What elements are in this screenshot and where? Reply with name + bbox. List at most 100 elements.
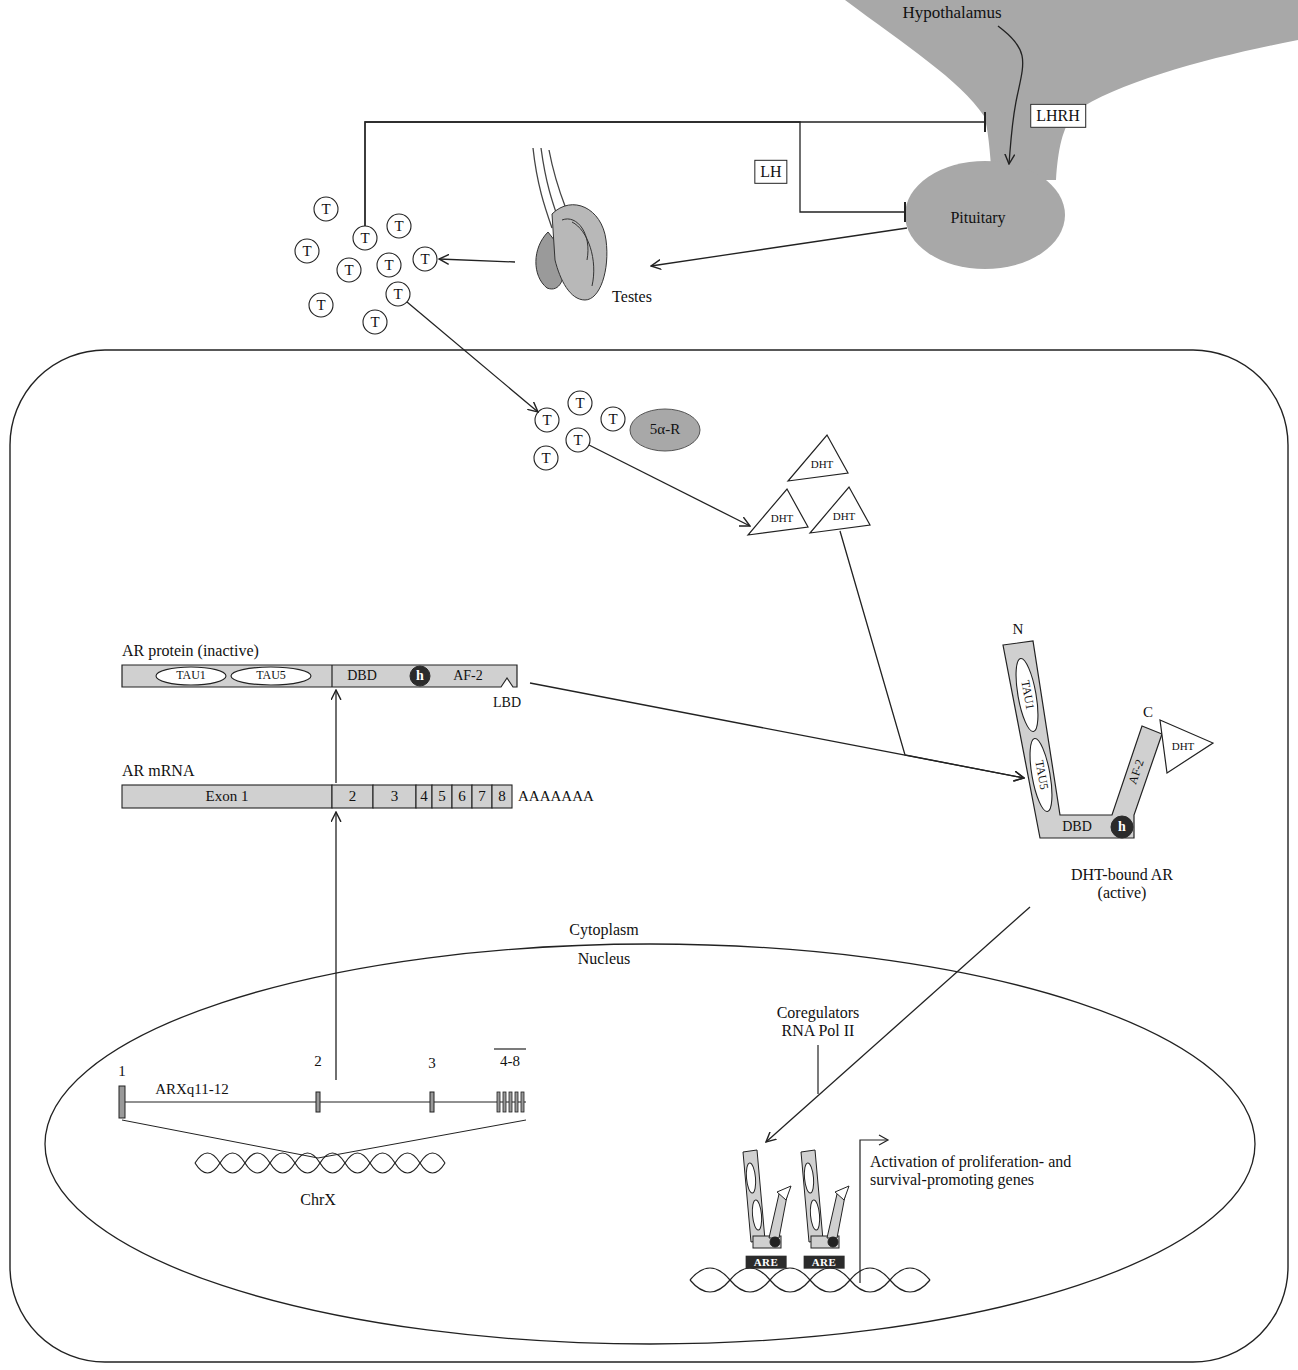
enzyme-ellipse: 5α-R	[629, 408, 701, 452]
node-text: AF-2	[1126, 758, 1147, 786]
node-text: T	[394, 218, 403, 235]
nucleus-outline: NucleusARXq11-12ARE ARE	[45, 944, 1255, 1344]
testosterone-circle: T	[600, 406, 626, 432]
shape-group	[337, 258, 361, 282]
node-text: T	[344, 262, 353, 279]
node-text: T	[360, 230, 369, 247]
shape-group	[1160, 720, 1213, 773]
text-holder: Nucleus	[578, 950, 630, 968]
label-holder: 2	[314, 1053, 322, 1070]
shape-group	[353, 226, 377, 250]
dht-triangle: DHT	[809, 486, 871, 534]
text-holder: 5α-R	[650, 421, 680, 438]
node-text: DHT	[811, 458, 834, 471]
text-holder: T	[393, 286, 402, 303]
shape-group	[601, 407, 625, 431]
text-holder: AAAAAAA	[518, 788, 594, 805]
hinge-circle: h	[409, 665, 431, 687]
arrow-connector	[840, 531, 1024, 778]
text-holder: DHT	[833, 510, 856, 523]
hinge-dot	[828, 1237, 838, 1247]
mrna-bar: AR mRNAExon 12345678AAAAAAA	[115, 760, 625, 812]
text-holder: Exon 1	[206, 788, 249, 805]
testosterone-circle: T	[376, 252, 402, 278]
node-text: T	[541, 450, 550, 467]
node-text: ARXq11-12	[155, 1081, 229, 1098]
cell-outline-part	[10, 350, 1288, 1362]
text-holder: T	[541, 450, 550, 467]
testosterone-circle: T	[385, 281, 411, 307]
node-text: T	[608, 411, 617, 428]
testosterone-circle: T	[313, 196, 339, 222]
testosterone-circle: T	[308, 292, 334, 318]
shape-group	[630, 409, 700, 451]
node-text: 5	[438, 788, 446, 805]
text-holder: T	[302, 243, 311, 260]
node-text: T	[316, 297, 325, 314]
node-text: LBD	[493, 695, 521, 711]
testosterone-circle-part	[386, 282, 410, 306]
gene-locus-part	[521, 1092, 524, 1112]
node-text: T	[302, 243, 311, 260]
node-text: T	[420, 251, 429, 268]
mrna-bar-part	[472, 785, 492, 808]
shape-group	[1003, 641, 1162, 838]
domain-ellipse: TAU5	[230, 666, 312, 686]
promoter-arrowhead	[879, 1135, 888, 1145]
receptor-dimer	[743, 1150, 849, 1248]
gene-locus-part	[119, 1086, 125, 1118]
text-holder: ARXq11-12	[155, 1081, 229, 1098]
hormone-box: LHRH	[1022, 102, 1094, 130]
text-holder: T	[573, 432, 582, 449]
testosterone-circle-part	[387, 214, 411, 238]
text-holder: DHT	[771, 512, 794, 525]
testosterone-circle-part	[568, 391, 592, 415]
inhibition-line	[365, 122, 905, 226]
testosterone-circle-part	[534, 446, 558, 470]
mrna-bar-part	[452, 785, 472, 808]
hinge-circle-part	[1111, 816, 1133, 838]
node-text: LH	[754, 160, 787, 184]
arrow-connector	[589, 445, 750, 526]
dht-triangle: DHT	[787, 434, 849, 482]
mrna-bar-part	[492, 785, 512, 808]
shape-group	[533, 148, 607, 300]
domain-ellipse-part	[231, 667, 311, 685]
node-text: Nucleus	[578, 950, 630, 968]
inhibition-line	[365, 122, 985, 226]
arrow-connector	[407, 302, 538, 412]
gene-locus-part	[316, 1092, 320, 1112]
text-holder: AF-2	[453, 668, 483, 684]
text-holder: LBD	[493, 695, 521, 711]
domain-ellipse: TAU1	[155, 666, 227, 686]
zoom-lines	[122, 1120, 526, 1158]
ligand-triangle	[835, 1186, 849, 1200]
receptor-arm	[769, 1194, 787, 1238]
mrna-bar-part	[416, 785, 432, 808]
text-holder: ARE	[804, 1256, 845, 1269]
shape-group	[566, 428, 590, 452]
text-holder: T	[316, 297, 325, 314]
receptor-arm	[743, 1150, 765, 1242]
shape-group	[156, 667, 226, 685]
node-text: Exon 1	[206, 788, 249, 805]
dht-triangle-part	[788, 435, 848, 481]
shape-group	[1026, 737, 1057, 813]
hypothalamus-shape-part	[845, 0, 1298, 180]
text-holder: ARE	[746, 1256, 787, 1269]
text-holder: AR mRNA	[122, 762, 194, 780]
arrow-connector	[651, 228, 907, 266]
dna-helix	[690, 1268, 930, 1292]
shape-group	[377, 253, 401, 277]
node-text: T	[321, 201, 330, 218]
text-holder: T	[344, 262, 353, 279]
shape-group	[386, 282, 410, 306]
node-text: T	[573, 432, 582, 449]
shape-group	[413, 247, 437, 271]
chromosome-label: ChrX	[300, 1191, 336, 1209]
mrna-bar-part	[122, 785, 332, 808]
domain-ellipse-part	[156, 667, 226, 685]
node-text: ARE	[746, 1256, 787, 1269]
node-text: 4	[420, 788, 428, 805]
